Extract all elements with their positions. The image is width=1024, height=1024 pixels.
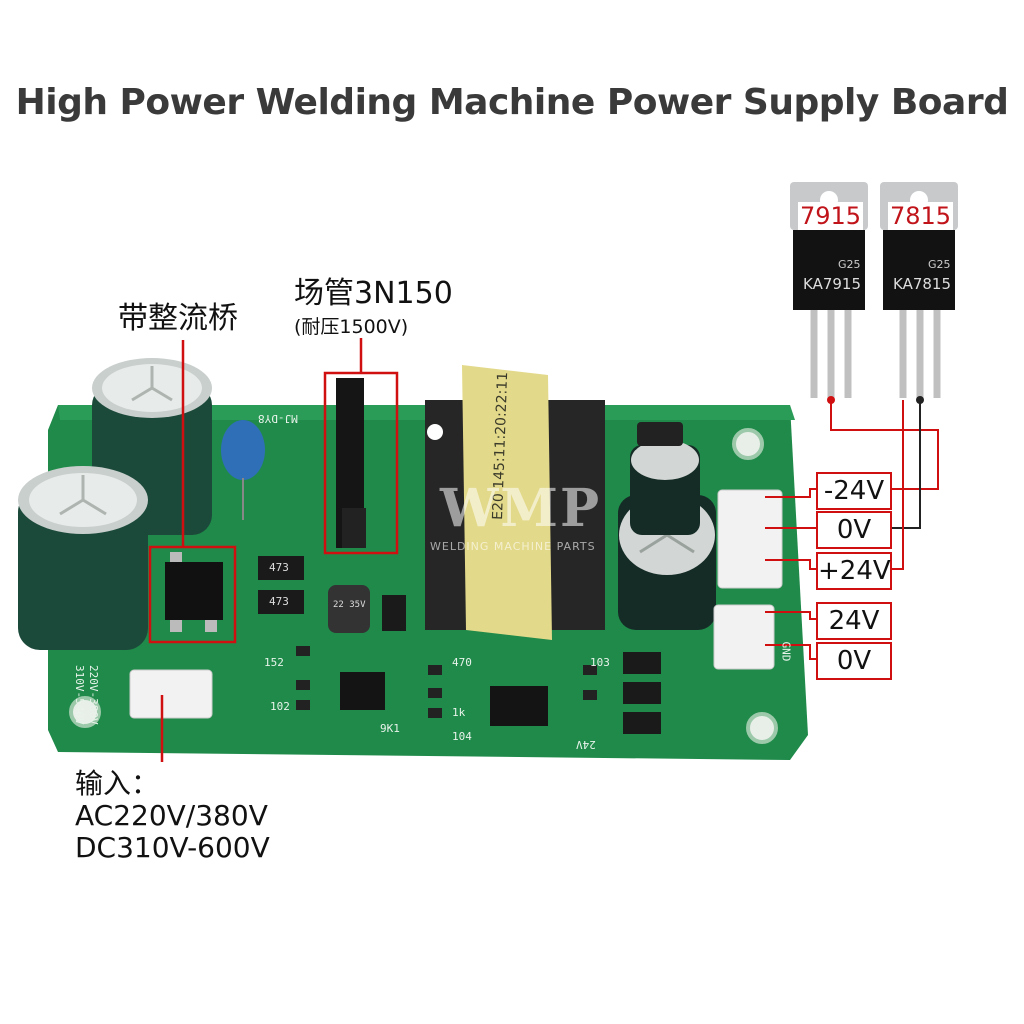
silk-24v: 24V bbox=[576, 738, 596, 751]
ic-controller bbox=[340, 672, 385, 710]
mount-hole bbox=[732, 428, 764, 460]
silk-103: 103 bbox=[590, 656, 610, 669]
capacitor-22uf bbox=[328, 585, 370, 633]
input-spec: 输入： AC220V/380V DC310V-600V bbox=[75, 768, 270, 864]
bridge-rectifier bbox=[165, 562, 223, 620]
silk-resistor: 473 bbox=[269, 595, 289, 608]
resistor-473 bbox=[258, 556, 304, 580]
regulator-number: 7915 bbox=[798, 202, 864, 230]
diode bbox=[637, 422, 683, 446]
output-0v: 0V bbox=[816, 511, 892, 549]
silk-152: 152 bbox=[264, 656, 284, 669]
connector-3pin bbox=[717, 489, 783, 589]
connector-input bbox=[129, 669, 213, 719]
capacitor-large bbox=[18, 466, 148, 650]
resistor-473 bbox=[258, 590, 304, 614]
output-pos24: +24V bbox=[816, 552, 892, 590]
regulator-part: KA7815 bbox=[893, 275, 952, 293]
output-neg24: -24V bbox=[816, 472, 892, 510]
silk-470: 470 bbox=[452, 656, 472, 669]
smd-diode bbox=[623, 712, 661, 734]
bridge-callout-box bbox=[148, 545, 237, 644]
silk-cap-code: 22 35V bbox=[333, 600, 366, 610]
silk-model: MJ-DY8 bbox=[258, 412, 298, 425]
optocoupler bbox=[490, 686, 548, 726]
regulator-code: G25 bbox=[928, 258, 951, 271]
output-24v: 24V bbox=[816, 602, 892, 640]
regulator-code: G25 bbox=[838, 258, 861, 271]
transformer-bobbin bbox=[462, 365, 552, 640]
silk-resistor: 473 bbox=[269, 561, 289, 574]
smd-diode bbox=[623, 652, 661, 674]
regulator-part: KA7915 bbox=[803, 275, 862, 293]
input-ac: AC220V/380V bbox=[75, 799, 268, 832]
mosfet-label: 场管3N150 bbox=[294, 276, 453, 311]
silk-102: 102 bbox=[270, 700, 290, 713]
output-0v-b: 0V bbox=[816, 642, 892, 680]
silk-9k1: 9K1 bbox=[380, 722, 400, 735]
page-title: High Power Welding Machine Power Supply … bbox=[15, 82, 1009, 123]
watermark-text: WELDING MACHINE PARTS bbox=[430, 540, 596, 553]
mount-hole bbox=[69, 696, 101, 728]
input-heading: 输入： bbox=[75, 767, 160, 800]
capacitor-small bbox=[630, 440, 700, 535]
silk-104: 104 bbox=[452, 730, 472, 743]
diode-smd bbox=[382, 595, 406, 631]
bridge-label: 带整流桥 bbox=[118, 301, 238, 336]
silk-gnd: GND bbox=[779, 641, 793, 662]
transformer-marking: E20 145:11:20:22:11 bbox=[490, 372, 511, 520]
input-dc: DC310V-600V bbox=[75, 831, 270, 864]
connector-2pin bbox=[713, 604, 775, 670]
smd-diode bbox=[623, 682, 661, 704]
mount-hole bbox=[746, 712, 778, 744]
y-capacitor bbox=[221, 420, 265, 480]
silk-1k: 1k bbox=[452, 706, 466, 719]
mosfet-voltage-note: (耐压1500V) bbox=[294, 316, 409, 338]
silk-rating-a: 220V-380V bbox=[87, 665, 100, 725]
watermark-logo: WMP bbox=[440, 478, 602, 539]
silk-rating-b: 310V-540V bbox=[73, 665, 86, 725]
regulator-number: 7815 bbox=[888, 202, 954, 230]
